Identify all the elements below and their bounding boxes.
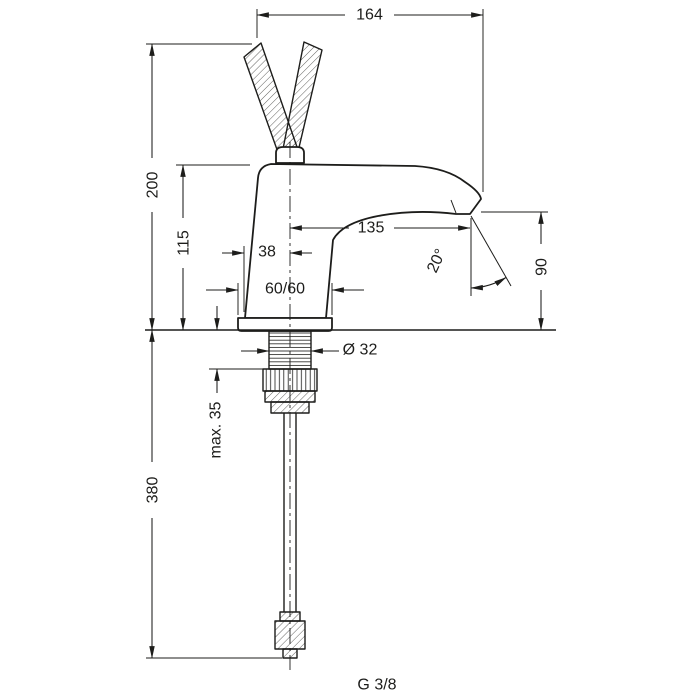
stream-angle-arc xyxy=(470,277,507,291)
dim-label-shank-diameter: Ø 32 xyxy=(343,342,378,359)
mounting-nut xyxy=(262,368,318,392)
stream-angle-construction xyxy=(470,215,512,296)
aerator-detail xyxy=(450,199,457,214)
hose-connector-collar xyxy=(279,611,301,622)
dimension-lines xyxy=(149,12,544,659)
dim-label-stream-angle: 20° xyxy=(424,246,450,275)
hose-connector-body xyxy=(274,620,306,650)
stream-angled-line xyxy=(470,215,512,287)
dim-label-center-offset: 38 xyxy=(258,244,276,261)
dim-label-outlet-height: 90 xyxy=(534,258,551,276)
faucet-body xyxy=(244,163,482,319)
extension-lines xyxy=(146,9,548,659)
dim-label-connection-thread: G 3/8 xyxy=(357,677,396,694)
dim-label-spout-reach: 135 xyxy=(358,220,385,237)
dim-label-hose-length: 380 xyxy=(145,477,162,504)
dim-label-overall-depth: 164 xyxy=(356,7,383,24)
dim-label-spout-height: 115 xyxy=(176,230,193,256)
handle-lever-right xyxy=(282,41,323,157)
dim-label-overall-height: 200 xyxy=(145,172,162,199)
hose-connector-tip xyxy=(282,648,298,659)
base-plate xyxy=(237,317,333,332)
dim-label-base-footprint: 60/60 xyxy=(265,281,305,298)
mounting-washer-lower xyxy=(270,401,310,414)
dimension-labels: 164 200 115 135 38 60/60 20° 90 Ø 32 max… xyxy=(145,7,551,694)
threaded-shank xyxy=(268,330,312,370)
mounting-washer-upper xyxy=(264,390,316,403)
dim-label-max-counter-thickness: max. 35 xyxy=(208,401,225,458)
